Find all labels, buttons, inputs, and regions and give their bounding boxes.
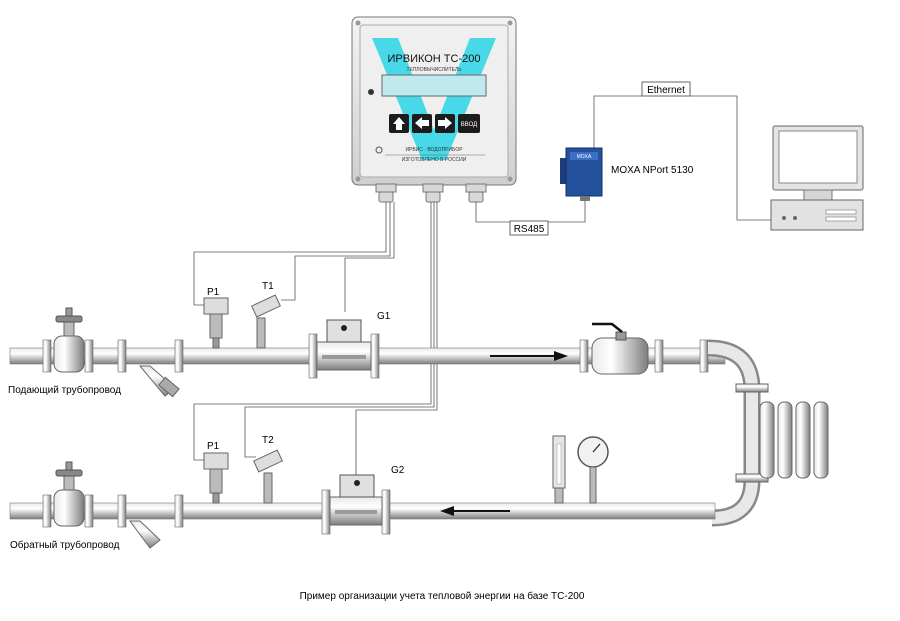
riser-and-radiator [707,339,829,527]
label-g2: G2 [391,465,405,476]
label-p1-return: P1 [207,441,220,452]
return-gate-valve[interactable] [53,461,85,527]
moxa-label: MOXA NPort 5130 [611,165,694,176]
enter-button-label: ВВОД [461,122,477,128]
svg-text:Ethernet: Ethernet [647,85,685,96]
flow-arrow-icon [490,351,568,361]
svg-text:MOXA: MOXA [577,154,592,160]
pressure-sensor-p1-return [203,452,229,504]
left-arrow-icon [415,117,429,129]
supply-pipe [9,294,726,398]
label-return-pipe: Обратный трубопровод [10,539,120,551]
right-arrow-icon [438,117,452,129]
heat-calculator-device: ИРВИКОН ТС-200 ТЕПЛОВЫЧИСЛИТЕЛЬ ВВОД ИРВ… [351,16,517,203]
pressure-sensor-p1-supply [203,297,229,349]
thermometer [552,435,566,504]
rs485-label: RS485 [509,220,549,236]
moxa-converter: MOXA [560,147,603,201]
return-pipe [9,435,716,549]
right-button[interactable] [435,114,455,133]
temperature-sensor-t2 [253,449,283,504]
svg-text:RS485: RS485 [514,224,545,235]
up-arrow-icon [393,117,405,130]
device-subtitle: ТЕПЛОВЫЧИСЛИТЕЛЬ [406,67,462,73]
computer [770,125,864,231]
device-brand: ИРВИКОН ТС-200 [387,53,480,65]
pressure-gauge [577,436,609,504]
label-g1: G1 [377,311,391,322]
figure-caption: Пример организации учета тепловой энерги… [300,590,585,602]
device-footer-1: ИРВИС · ВОДОПРИБОР [405,147,463,153]
label-t2: T2 [262,435,274,446]
flow-meter-g1 [316,319,372,371]
label-p1-supply: P1 [207,287,220,298]
device-footer-2: ИЗГОТОВЛЕНО В РОССИИ [402,157,467,163]
up-button[interactable] [389,114,409,133]
ethernet-label: Ethernet [641,81,691,97]
flow-meter-g2 [329,474,383,526]
label-supply-pipe: Подающий трубопровод [8,384,121,396]
temperature-sensor-t1 [251,294,281,349]
signal-wires [193,95,771,475]
label-t1: T1 [262,281,274,292]
enter-button[interactable]: ВВОД [458,114,480,133]
supply-ball-valve[interactable] [591,322,649,375]
return-flow-arrow-icon [440,506,510,516]
supply-gate-valve[interactable] [53,307,85,373]
left-button[interactable] [412,114,432,133]
